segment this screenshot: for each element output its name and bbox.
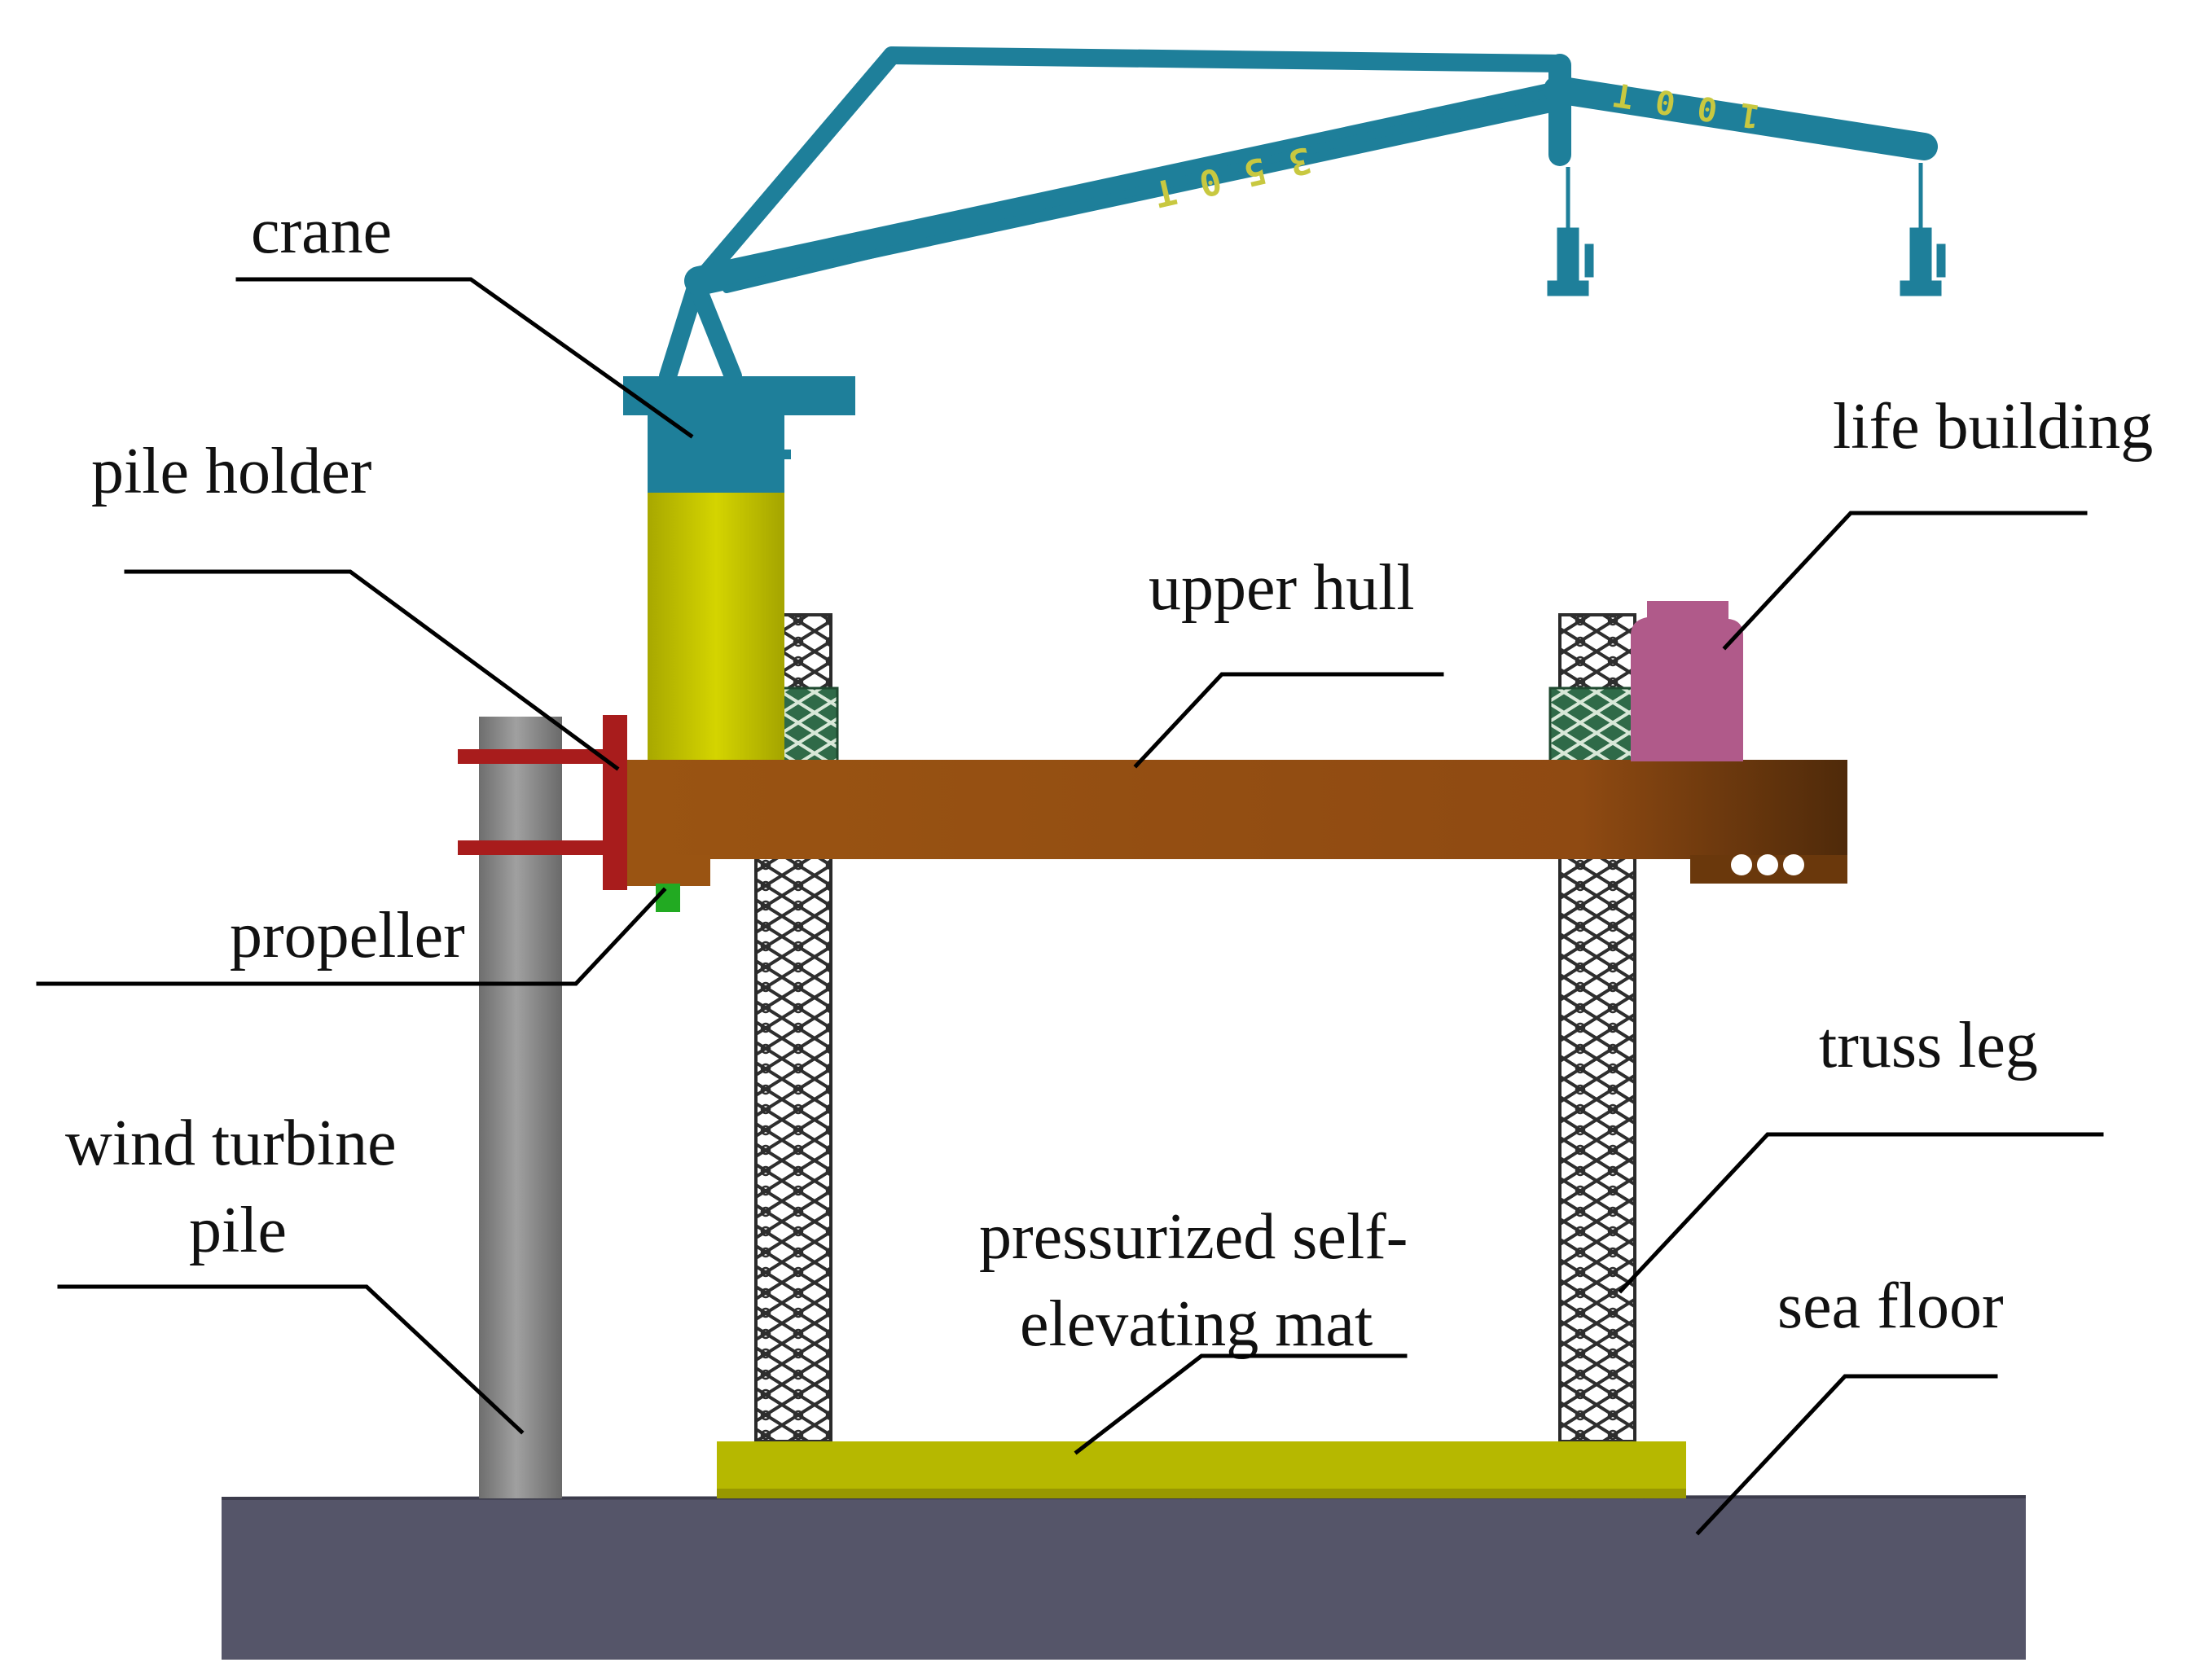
pile-holder: [458, 715, 627, 890]
life-building: [1631, 601, 1743, 761]
leader-life-building: [1722, 511, 2088, 651]
label-wind-turbine-pile: pile: [189, 1195, 287, 1266]
label-upper-hull: upper hull: [1149, 552, 1415, 624]
leader-pile-holder: [124, 569, 620, 771]
mat-shadow: [717, 1489, 1686, 1498]
label-sea-floor: sea floor: [1777, 1270, 2004, 1342]
label-life-building: life building: [1833, 391, 2153, 463]
label-truss-leg: truss leg: [1819, 1010, 2038, 1081]
crane-hook-main: [1547, 167, 1594, 296]
upper-hull: [627, 760, 1847, 859]
wind-turbine-pile: [479, 717, 562, 1498]
label-propeller: propeller: [230, 900, 465, 972]
label-crane: crane: [251, 195, 392, 267]
label-pressurized-mat-1: pressurized self-: [979, 1201, 1408, 1273]
leader-crane: [235, 277, 694, 439]
label-pressurized-mat-2: elevating mat: [1020, 1288, 1373, 1360]
leader-sea-floor: [1695, 1374, 1998, 1536]
crane-platform-trim: [778, 450, 791, 459]
leader-pressurized-mat: [1074, 1353, 1408, 1455]
leader-truss-leg: [1618, 1132, 2104, 1294]
jack-house-right: [1548, 686, 1640, 763]
crane-structure: [659, 46, 1938, 385]
crane-column-top: [648, 411, 784, 493]
propeller: [656, 884, 680, 912]
leader-propeller: [36, 887, 667, 986]
label-pile-holder: pile holder: [91, 436, 371, 507]
sea-floor-block: [222, 1497, 2026, 1660]
crane-column: [648, 489, 784, 765]
leader-wind-turbine-pile: [57, 1284, 525, 1435]
jib-marking: 100T: [1588, 72, 1762, 135]
upper-hull-bottom-left: [627, 855, 710, 886]
crane-hook-aux: [1900, 163, 1946, 296]
leader-upper-hull: [1133, 672, 1444, 769]
hull-openings: [1731, 854, 1804, 875]
label-wind-turbine: wind turbine: [65, 1108, 397, 1179]
main-boom-marking: 350T: [1127, 138, 1316, 221]
